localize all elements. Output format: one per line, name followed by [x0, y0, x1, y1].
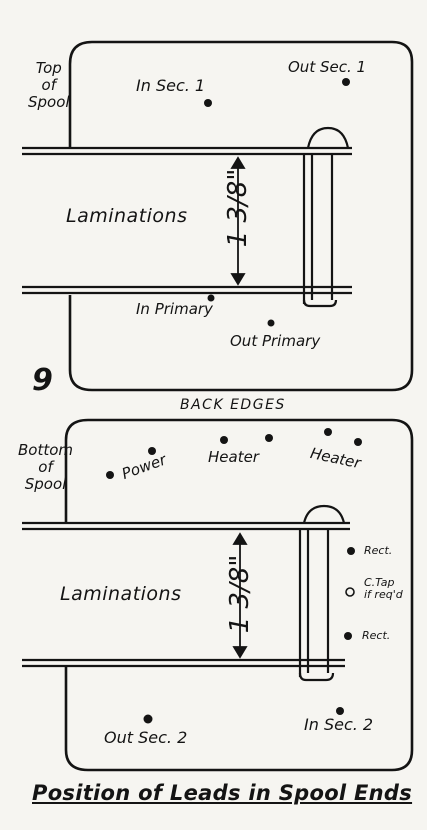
side-label-line: Spool — [28, 93, 70, 111]
bottom-dimension-arrow — [232, 532, 248, 659]
side-label-line: Bottom — [18, 441, 74, 459]
bottom-laminations-label: Laminations — [60, 583, 182, 605]
out-sec-2-label: Out Sec. 2 — [104, 728, 188, 747]
top-dimension-arrow — [230, 156, 246, 286]
side-label-line: of — [41, 76, 57, 94]
side-label-line: Spool — [24, 475, 67, 493]
top-laminations-label: Laminations — [66, 205, 188, 227]
out-primary-label: Out Primary — [230, 332, 321, 350]
rect-top-label: Rect. — [364, 544, 393, 557]
in-sec-1-label: In Sec. 1 — [136, 76, 206, 95]
bottom-spool-outline — [64, 418, 414, 772]
top-dimension-label: 1 3/8" — [223, 168, 253, 248]
side-label-line: of — [38, 458, 53, 476]
top-lamination-edges — [22, 146, 352, 295]
bottom-lamination-edges — [22, 521, 350, 668]
top-lead-dots — [204, 78, 350, 327]
bottom-of-spool-label: Bottom of Spool — [18, 442, 73, 493]
diagram-caption: Position of Leads in Spool Ends — [32, 781, 413, 805]
back-edges-label: BACK EDGES — [180, 397, 286, 413]
rect-bottom-label: Rect. — [362, 629, 391, 642]
bottom-bolt — [298, 504, 346, 682]
in-sec-2-label: In Sec. 2 — [304, 715, 374, 734]
out-sec-1-label: Out Sec. 1 — [288, 58, 367, 76]
top-spool-outline — [68, 40, 414, 392]
ctap-line: if req'd — [364, 588, 403, 601]
heater-left-label: Heater — [208, 448, 259, 466]
bottom-dimension-label: 1 3/8" — [225, 554, 255, 634]
top-bolt — [302, 126, 350, 308]
in-primary-label: In Primary — [136, 300, 213, 318]
top-of-spool-label: Top of Spool — [28, 60, 70, 111]
side-label-line: Top — [35, 59, 62, 77]
ctap-line: C.Tap — [364, 576, 395, 589]
ctap-label: C.Tap if req'd — [364, 577, 403, 601]
bottom-lead-dots — [106, 428, 362, 724]
figure-number: 9 — [32, 363, 53, 398]
